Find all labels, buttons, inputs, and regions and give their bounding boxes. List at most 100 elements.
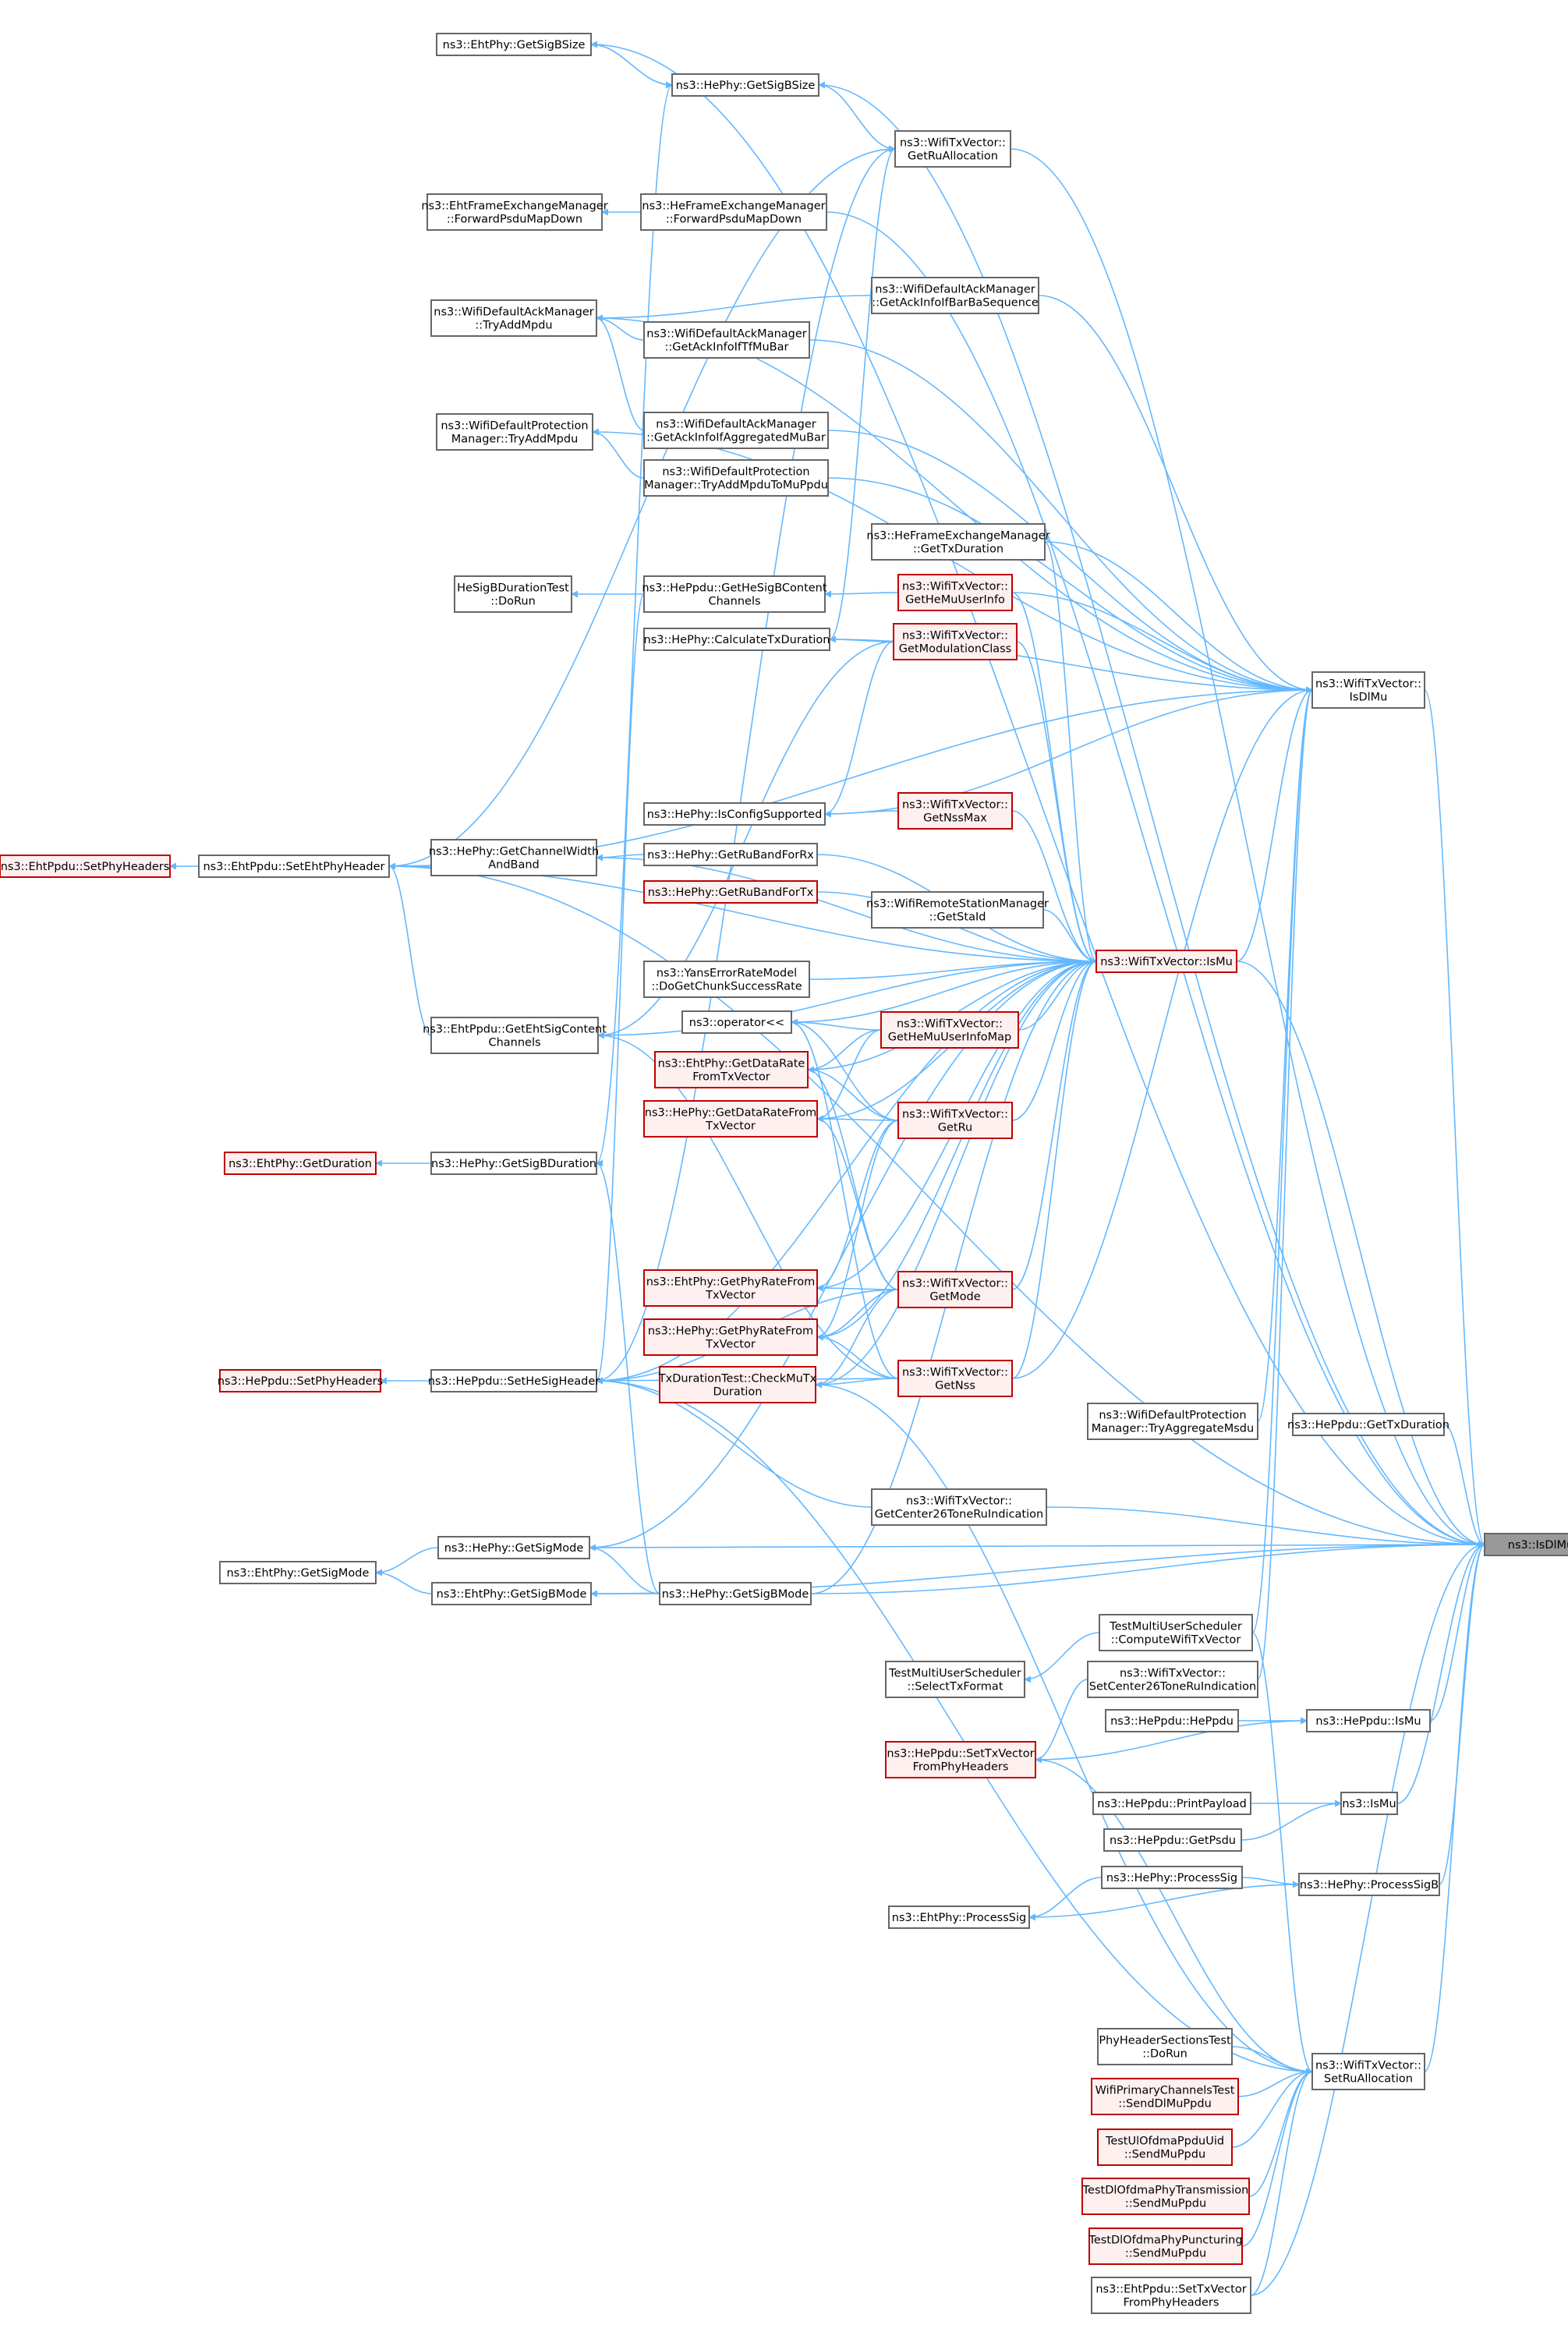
node-ns3-wifidefaultprotection-manager-tryaddmpdutomuppdu[interactable]: ns3::WifiDefaultProtectionManager::TryAd… [643,459,829,497]
call-edge [816,1115,899,1290]
node-ns3-wifitxvector-getruallocation[interactable]: ns3::WifiTxVector::GetRuAllocation [894,130,1011,168]
node-ns3-wifitxvector-getmodulationclass[interactable]: ns3::WifiTxVector::GetModulationClass [893,623,1018,660]
node-ns3-heppdu-printpayload[interactable]: ns3::HePpdu::PrintPayload [1092,1792,1251,1815]
node-box [681,1010,792,1034]
node-ns3-hephy-calculatetxduration[interactable]: ns3::HePhy::CalculateTxDuration [643,628,830,651]
call-edge [816,1115,899,1123]
node-hesigbdurationtest-dorun[interactable]: HeSigBDurationTest::DoRun [454,575,572,613]
node-label: TxVector [705,1120,756,1133]
node-label: ns3::WifiDefaultProtection [441,420,588,433]
node-label: TxDurationTest::CheckMuTx [658,1373,817,1385]
node-ns3-heframeexchangemanager-forwardpsdumapdown[interactable]: ns3::HeFrameExchangeManager::ForwardPsdu… [640,193,827,231]
node-ns3-heppdu-heppdu[interactable]: ns3::HePpdu::HePpdu [1105,1709,1239,1732]
node-box [654,1051,809,1088]
node-ns3-wifitxvector-setruallocation[interactable]: ns3::WifiTxVector::SetRuAllocation [1311,2053,1425,2090]
node-label: ns3::EhtPpdu::GetEhtSigContent [423,1024,607,1036]
node-label: ns3::HePhy::IsConfigSupported [647,809,823,821]
call-edge [1011,686,1313,1379]
node-ns3-wifitxvector-ismu[interactable]: ns3::WifiTxVector::IsMu [1095,950,1237,973]
node-ns3-hephy-isconfigsupported[interactable]: ns3::HePhy::IsConfigSupported [643,802,826,826]
call-edge [1024,1632,1100,1683]
call-edge [589,1541,1485,1548]
node-label: ns3::HePpdu::GetPsdu [1110,1835,1236,1847]
node-ns3-wifidefaultackmanager-getackinfoiftfmubar[interactable]: ns3::WifiDefaultAckManager::GetAckInfoIf… [643,321,810,359]
node-ns3-ehtframeexchangemanager-forwardpsdumapdown[interactable]: ns3::EhtFrameExchangeManager::ForwardPsd… [421,193,608,231]
node-ns3-wifidefaultprotection-manager-tryaddmpdu[interactable]: ns3::WifiDefaultProtectionManager::TryAd… [436,413,593,451]
node-ns3-ehtphy-getsigbsize[interactable]: ns3::EhtPhy::GetSigBSize [436,33,592,56]
node-ns3-wifitxvector-isdlmu[interactable]: ns3::WifiTxVector::IsDlMu [1311,671,1425,709]
node-ns3-heppdu-ismu[interactable]: ns3::HePpdu::IsMu [1306,1709,1431,1732]
node-ns3-wifitxvector-getnss[interactable]: ns3::WifiTxVector::GetNss [897,1360,1013,1397]
node-ns3-ehtppdu-setphyheaders[interactable]: ns3::EhtPpdu::SetPhyHeaders [0,855,171,878]
node-testdlofdmaphypuncturing-sendmuppdu[interactable]: TestDlOfdmaPhyPuncturing::SendMuPpdu [1088,2228,1243,2265]
node-testulofdmappduuid-sendmuppdu[interactable]: TestUlOfdmaPpduUid::SendMuPpdu [1097,2128,1233,2166]
node-box [219,1561,377,1584]
node-wifiprimarychannelstest-senddlmuppdu[interactable]: WifiPrimaryChannelsTest::SendDlMuPpdu [1091,2078,1239,2115]
call-edge [597,957,1097,1036]
node-box [897,574,1013,611]
node-ns3-heppdu-gettxduration[interactable]: ns3::HePpdu::GetTxDuration [1287,1413,1449,1436]
node-ns3-hephy-getsigmode[interactable]: ns3::HePhy::GetSigMode [437,1536,590,1559]
node-ns3-hephy-processsig[interactable]: ns3::HePhy::ProcessSig [1101,1866,1243,1889]
node-ns3-ehtphy-processsig[interactable]: ns3::EhtPhy::ProcessSig [888,1906,1030,1929]
call-edge [1028,1877,1103,1921]
call-edge [1237,2068,1313,2097]
node-ns3-heppdu-sethesigheader[interactable]: ns3::HePpdu::SetHeSigHeader [428,1369,600,1392]
node-ns3-yanserrorratemodel-dogetchunksuccessrate[interactable]: ns3::YansErrorRateModel::DoGetChunkSucce… [643,961,810,998]
node-testmultiuserscheduler-selecttxformat[interactable]: TestMultiUserScheduler::SelectTxFormat [885,1661,1025,1698]
node-ns3-hephy-processsigb[interactable]: ns3::HePhy::ProcessSigB [1298,1873,1440,1896]
node-box [871,523,1046,561]
node-label: ns3::EhtPpdu::SetPhyHeaders [1,861,170,873]
call-edge [1236,686,1313,962]
call-edge [1248,2068,1313,2197]
node-box [1087,1403,1258,1440]
node-ns3-wifitxvector-getnssmax[interactable]: ns3::WifiTxVector::GetNssMax [897,792,1013,830]
node-ns3-hephy-getrubandforrx[interactable]: ns3::HePhy::GetRuBandForRx [643,843,818,866]
node-label: ns3::EhtPhy::GetSigBMode [437,1588,587,1601]
node-ns3-wifidefaultackmanager-getackinfoifbarbasequence[interactable]: ns3::WifiDefaultAckManager::GetAckInfoIf… [871,277,1039,314]
node-testmultiuserscheduler-computewifitxvector[interactable]: TestMultiUserScheduler::ComputeWifiTxVec… [1099,1614,1253,1651]
node-ns3-wifitxvector-gethemuuserinfo[interactable]: ns3::WifiTxVector::GetHeMuUserInfo [897,574,1013,611]
node-ns3-hephy-getsigbduration[interactable]: ns3::HePhy::GetSigBDuration [430,1152,597,1175]
node-ns3-wifitxvector-gethemuuserinfomap[interactable]: ns3::WifiTxVector::GetHeMuUserInfoMap [880,1011,1019,1049]
node-ns3-hephy-getsigbmode[interactable]: ns3::HePhy::GetSigBMode [659,1582,812,1605]
node-label: GetRu [938,1122,972,1134]
node-ns3-hephy-getsigbsize[interactable]: ns3::HePhy::GetSigBSize [671,73,819,97]
node-ns3-wifitxvector-getcenter26toneruindication[interactable]: ns3::WifiTxVector::GetCenter26ToneRuIndi… [871,1488,1047,1526]
node-ns3-wifidefaultackmanager-tryaddmpdu[interactable]: ns3::WifiDefaultAckManager::TryAddMpdu [430,299,597,337]
node-phyheadersectionstest-dorun[interactable]: PhyHeaderSectionsTest::DoRun [1097,2028,1233,2065]
node-ns3-ehtphy-getduration[interactable]: ns3::EhtPhy::GetDuration [224,1152,377,1175]
node-ns3-wifiremotestationmanager-getstaid[interactable]: ns3::WifiRemoteStationManager::GetStaId [866,891,1049,929]
node-ns3-hephy-getrubandfortx[interactable]: ns3::HePhy::GetRuBandForTx [643,880,818,904]
node-ns3-wifitxvector-setcenter26toneruindication[interactable]: ns3::WifiTxVector::SetCenter26ToneRuIndi… [1087,1661,1258,1698]
node-testdlofdmaphytransmission-sendmuppdu[interactable]: TestDlOfdmaPhyTransmission::SendMuPpdu [1081,2178,1250,2215]
call-edge [810,1541,1485,1594]
node-label: PhyHeaderSectionsTest [1099,2035,1231,2047]
node-box [894,130,1011,168]
node-ns3-ehtphy-getsigbmode[interactable]: ns3::EhtPhy::GetSigBMode [431,1582,592,1605]
node-ns3-wifidefaultprotection-manager-tryaggregatemsdu[interactable]: ns3::WifiDefaultProtectionManager::TryAg… [1087,1403,1258,1440]
node-ns3-heppdu-getpsdu[interactable]: ns3::HePpdu::GetPsdu [1103,1828,1242,1852]
node-label: TxVector [705,1339,756,1351]
node-ns3-ehtppdu-setehtphyheader[interactable]: ns3::EhtPpdu::SetEhtPhyHeader [198,855,390,878]
node-ns3-heppdu-setphyheaders[interactable]: ns3::HePpdu::SetPhyHeaders [218,1369,383,1392]
node-label: ns3::HePpdu::SetTxVector [887,1748,1034,1760]
node-ns3-wifidefaultackmanager-getackinfoifaggregatedmubar[interactable]: ns3::WifiDefaultAckManager::GetAckInfoIf… [643,412,829,449]
node-ns3-ehtphy-getsigmode[interactable]: ns3::EhtPhy::GetSigMode [219,1561,377,1584]
node-ns3-wifitxvector-getmode[interactable]: ns3::WifiTxVector::GetMode [897,1271,1013,1308]
node-ns3-isdlmu[interactable]: ns3::IsDlMu [1484,1533,1568,1556]
node-ns3-ismu[interactable]: ns3::IsMu [1340,1792,1398,1815]
node-ns3-operator[interactable]: ns3::operator<< [681,1010,792,1034]
node-ns3-wifitxvector-getru[interactable]: ns3::WifiTxVector::GetRu [897,1102,1013,1139]
node-ns3-heframeexchangemanager-gettxduration[interactable]: ns3::HeFrameExchangeManager::GetTxDurati… [866,523,1050,561]
